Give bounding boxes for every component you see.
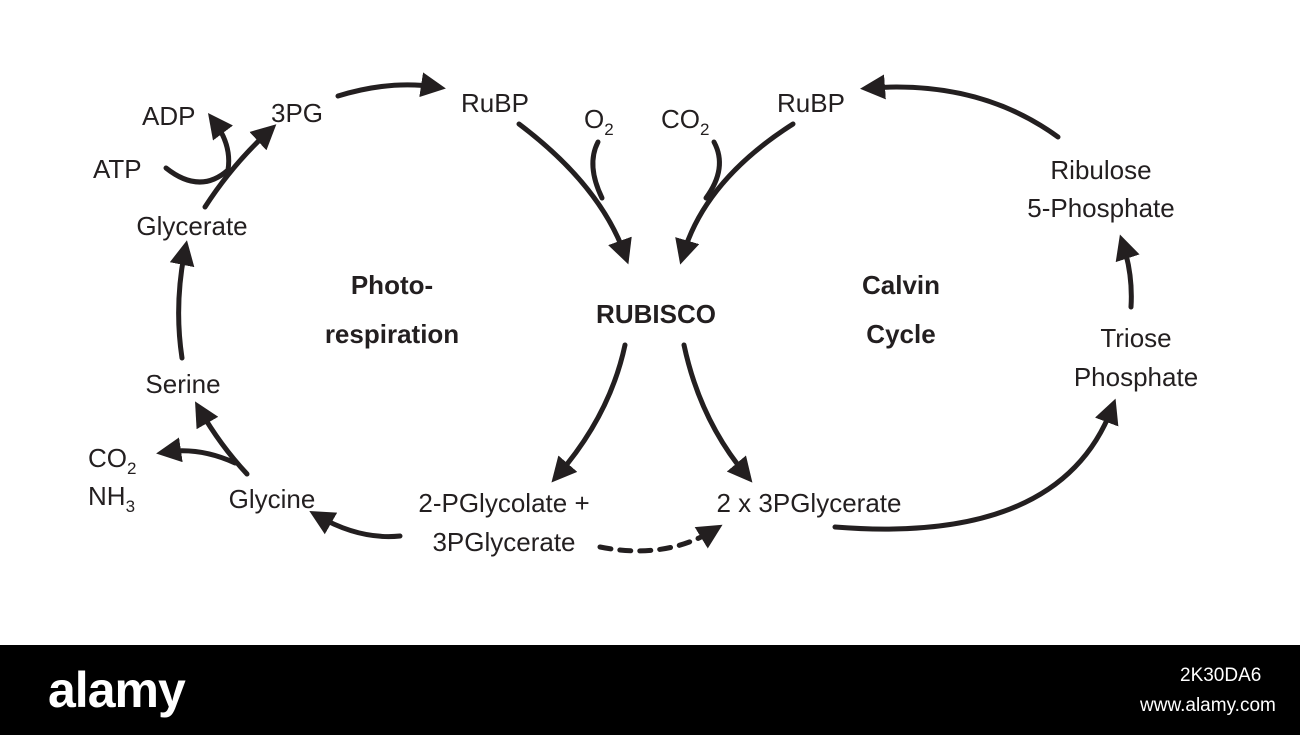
o2-label: O2 [584,104,614,139]
photorespiration-title-line2: respiration [325,319,459,349]
adp-label: ADP [142,101,195,131]
rubisco-title: RUBISCO [596,299,716,329]
co2-out-label: CO2 [88,443,136,478]
arrow-pglycolate-to-glycine [309,511,403,540]
arrow-3pglycerate-to-triose [832,398,1119,532]
arrow-triose-to-ribulose [1115,234,1140,310]
3pg-label: 3PG [271,98,323,128]
serine-label: Serine [145,369,220,399]
arrow-rubisco-to-3pglycerate [681,342,753,483]
ribulose-label-line1: Ribulose [1050,155,1151,185]
arrow-3pg-to-rubp [335,72,446,99]
nh3-label: NH3 [88,481,135,516]
rubp-right-label: RuBP [777,88,845,118]
arrow-rubp-to-rubisco [516,121,632,265]
glycerate-label: Glycerate [136,211,247,241]
triose-label-line1: Triose [1100,323,1171,353]
arrow-serine-to-glycerate [169,240,195,361]
calvin-title-line2: Cycle [866,319,935,349]
glycine-label: Glycine [229,484,316,514]
arrow-o2-join [590,139,605,201]
co2-in-label: CO2 [661,104,709,139]
arrow-ribulose-to-rubp [860,74,1061,140]
arrow-rubisco-to-pglycolate [551,342,628,483]
site-url: www.alamy.com [1140,695,1276,716]
calvin-title-line1: Calvin [862,270,940,300]
alamy-logo: alamy [48,662,186,718]
3pglycerate-label: 2 x 3PGlycerate [717,488,902,518]
arrow-rubp-right-to-rubisco [675,121,796,265]
pglycolate-label-line1: 2-PGlycolate + [418,488,589,518]
photorespiration-title-line1: Photo- [351,270,433,300]
pglycolate-label-line2: 3PGlycerate [432,527,575,557]
photorespiration-calvin-diagram: RUBISCO Photo- respiration Calvin Cycle … [88,72,1198,557]
arrow-glycerate-to-3pg [202,124,277,210]
ribulose-label-line2: 5-Phosphate [1027,193,1174,223]
arrow-co2-join [703,139,722,201]
atp-label: ATP [93,154,142,184]
arrow-atp-to-adp [163,112,233,185]
arrows [156,72,1140,554]
image-id: 2K30DA6 [1180,665,1262,686]
arrow-pglycolate-to-glycine-dashed [597,524,723,554]
arrow-glycine-to-serine [195,401,250,477]
arrow-co2-release [156,437,238,466]
rubp-left-label: RuBP [461,88,529,118]
watermark-footer: alamy 2K30DA6 www.alamy.com [0,645,1300,735]
triose-label-line2: Phosphate [1074,362,1198,392]
